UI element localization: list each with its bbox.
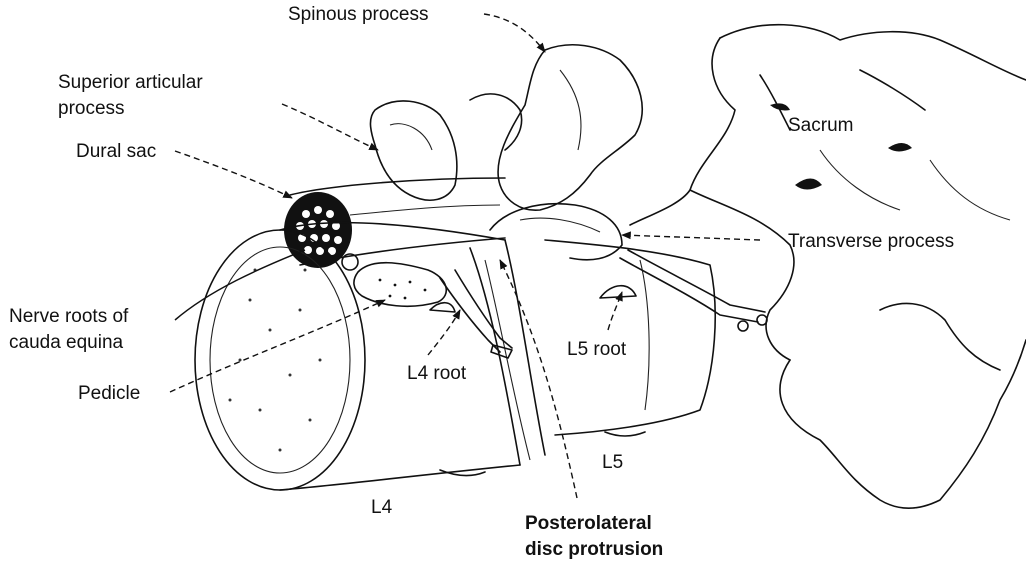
- label-l5-root: L5 root: [567, 338, 626, 361]
- intervertebral-disc-shape: [470, 240, 545, 465]
- label-spinous-process: Spinous process: [288, 3, 428, 26]
- label-l5: L5: [602, 451, 623, 474]
- label-pedicle: Pedicle: [78, 382, 140, 405]
- leader-superior-articular-process: [282, 104, 378, 150]
- label-nerve-roots-line1: Nerve roots of: [9, 305, 128, 328]
- leader-nerve-roots: [175, 250, 305, 320]
- transverse-process-shape: [490, 204, 622, 260]
- label-transverse-process: Transverse process: [788, 230, 954, 253]
- label-protrusion-line2: disc protrusion: [525, 538, 663, 561]
- label-sacrum: Sacrum: [788, 114, 853, 137]
- spinous-process-shape: [498, 45, 642, 210]
- leader-spinous-process: [484, 14, 545, 52]
- l5-foramen-shape: [600, 286, 636, 298]
- l5-root-shape: [620, 250, 767, 331]
- l4-root-shape: [440, 270, 512, 358]
- label-superior-articular-line1: Superior articular: [58, 71, 203, 94]
- label-l4: L4: [371, 496, 392, 519]
- pedicle-shape: [354, 263, 446, 307]
- label-dural-sac: Dural sac: [76, 140, 156, 163]
- label-l4-root: L4 root: [407, 362, 466, 385]
- sacrum-shape: [630, 25, 1026, 509]
- label-protrusion-line1: Posterolateral: [525, 512, 652, 535]
- label-superior-articular-line2: process: [58, 97, 125, 120]
- l4-foramen-shape: [430, 303, 455, 312]
- leader-dural-sac: [175, 151, 292, 198]
- label-nerve-roots-line2: cauda equina: [9, 331, 123, 354]
- leader-pedicle: [170, 300, 385, 392]
- leader-l4-root: [428, 310, 460, 355]
- leader-transverse-process: [622, 235, 760, 240]
